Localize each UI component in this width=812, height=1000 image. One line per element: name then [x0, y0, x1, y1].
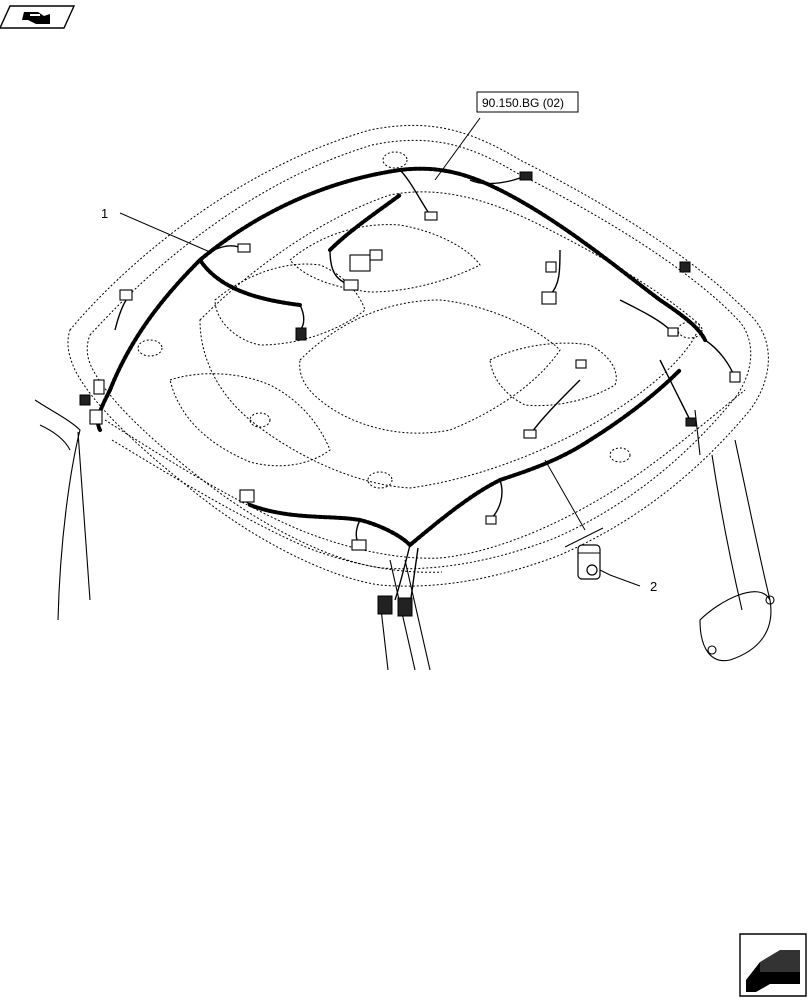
main-wiring-harness [96, 166, 736, 606]
leader-lines [119, 117, 641, 587]
harness-connectors [79, 171, 741, 617]
harness-clip-item-2 [577, 544, 601, 580]
callout-1: 1 [101, 206, 108, 221]
roof-panel [67, 124, 769, 587]
cab-frame [34, 399, 775, 671]
reference-label: 90.150.BG (02) [482, 96, 564, 110]
callout-2: 2 [650, 579, 657, 594]
reference-box[interactable]: 90.150.BG (02) [476, 91, 579, 113]
next-page-arrow-icon[interactable] [739, 933, 807, 997]
hand-pointer-book-icon[interactable] [0, 5, 76, 29]
